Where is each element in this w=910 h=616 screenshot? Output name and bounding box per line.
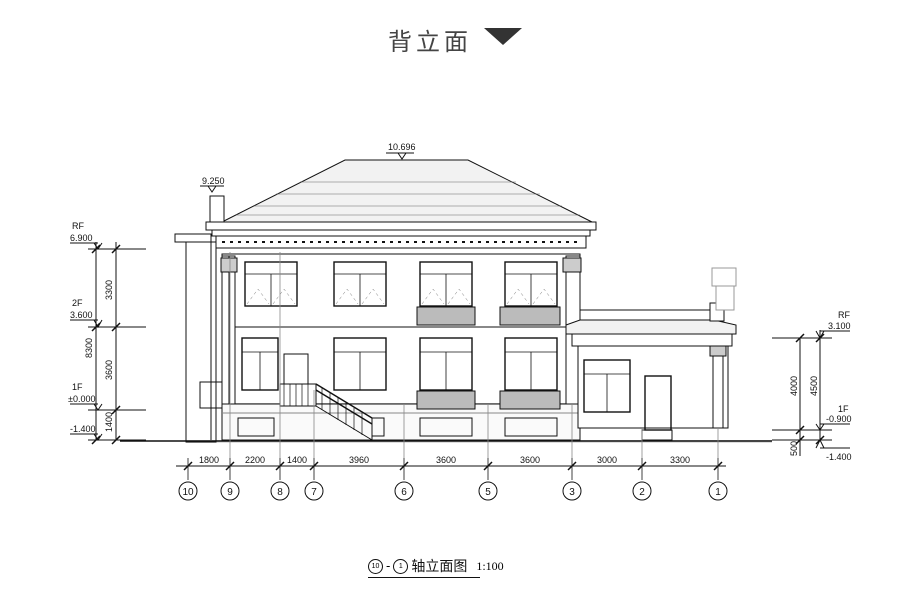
- left-dim-total: 8300: [84, 338, 94, 358]
- section-title: 背立面: [388, 28, 472, 56]
- bottom-dim-4: 3960: [349, 455, 369, 465]
- level-value-ground: -1.400: [70, 424, 96, 434]
- axis-label-3: 3: [569, 487, 575, 498]
- right-level-name-rf: RF: [838, 310, 850, 320]
- triangle-down-icon: [484, 28, 522, 45]
- left-dim-2f-1f: 3600: [104, 360, 114, 380]
- bottom-dim-3: 1400: [287, 455, 307, 465]
- right-level-value-ground: -1.400: [826, 452, 852, 462]
- right-dim-upper: 4000: [789, 376, 799, 396]
- level-value-2f: 3.600: [70, 310, 93, 320]
- chimney-elevation-label: 9.250: [202, 176, 225, 186]
- axis-label-6: 6: [401, 487, 407, 498]
- bottom-dim-8: 3300: [670, 455, 690, 465]
- level-name-rf: RF: [72, 221, 84, 231]
- left-dim-1f-ground: 1400: [104, 412, 114, 432]
- level-value-1f: ±0.000: [68, 394, 95, 404]
- axis-label-9: 9: [227, 487, 233, 498]
- left-dim-rf-2f: 3300: [104, 280, 114, 300]
- caption-underline: [368, 577, 480, 578]
- bottom-dim-7: 3000: [597, 455, 617, 465]
- right-level-value-1f: -0.900: [826, 414, 852, 424]
- bottom-dim-5: 3600: [436, 455, 456, 465]
- axis-label-5: 5: [485, 487, 491, 498]
- axis-label-1: 1: [715, 487, 721, 498]
- level-value-rf: 6.900: [70, 233, 93, 243]
- caption-axis-from: 10: [368, 558, 383, 574]
- level-name-2f: 2F: [72, 298, 83, 308]
- right-dim-total: 4500: [809, 376, 819, 396]
- caption-scale: 1:100: [476, 558, 504, 573]
- top-elevation-label: 10.696: [388, 142, 416, 152]
- axis-label-2: 2: [639, 487, 645, 498]
- drawing-caption: 10 - 1 轴立面图 1:100: [368, 555, 504, 577]
- right-dim-lower: 500: [789, 441, 799, 456]
- axis-label-10: 10: [182, 487, 194, 498]
- axis-label-8: 8: [277, 487, 283, 498]
- bottom-dim-2: 2200: [245, 455, 265, 465]
- bottom-dim-6: 3600: [520, 455, 540, 465]
- right-level-value-rf: 3.100: [828, 321, 851, 331]
- caption-axis-to: 1: [393, 558, 409, 574]
- level-name-1f: 1F: [72, 382, 83, 392]
- bottom-dim-1: 1800: [199, 455, 219, 465]
- caption-dash: -: [386, 559, 391, 573]
- axis-label-7: 7: [311, 487, 317, 498]
- section-header: 背立面: [0, 14, 910, 58]
- right-level-name-1f: 1F: [838, 404, 849, 414]
- caption-title: 轴立面图: [411, 559, 468, 575]
